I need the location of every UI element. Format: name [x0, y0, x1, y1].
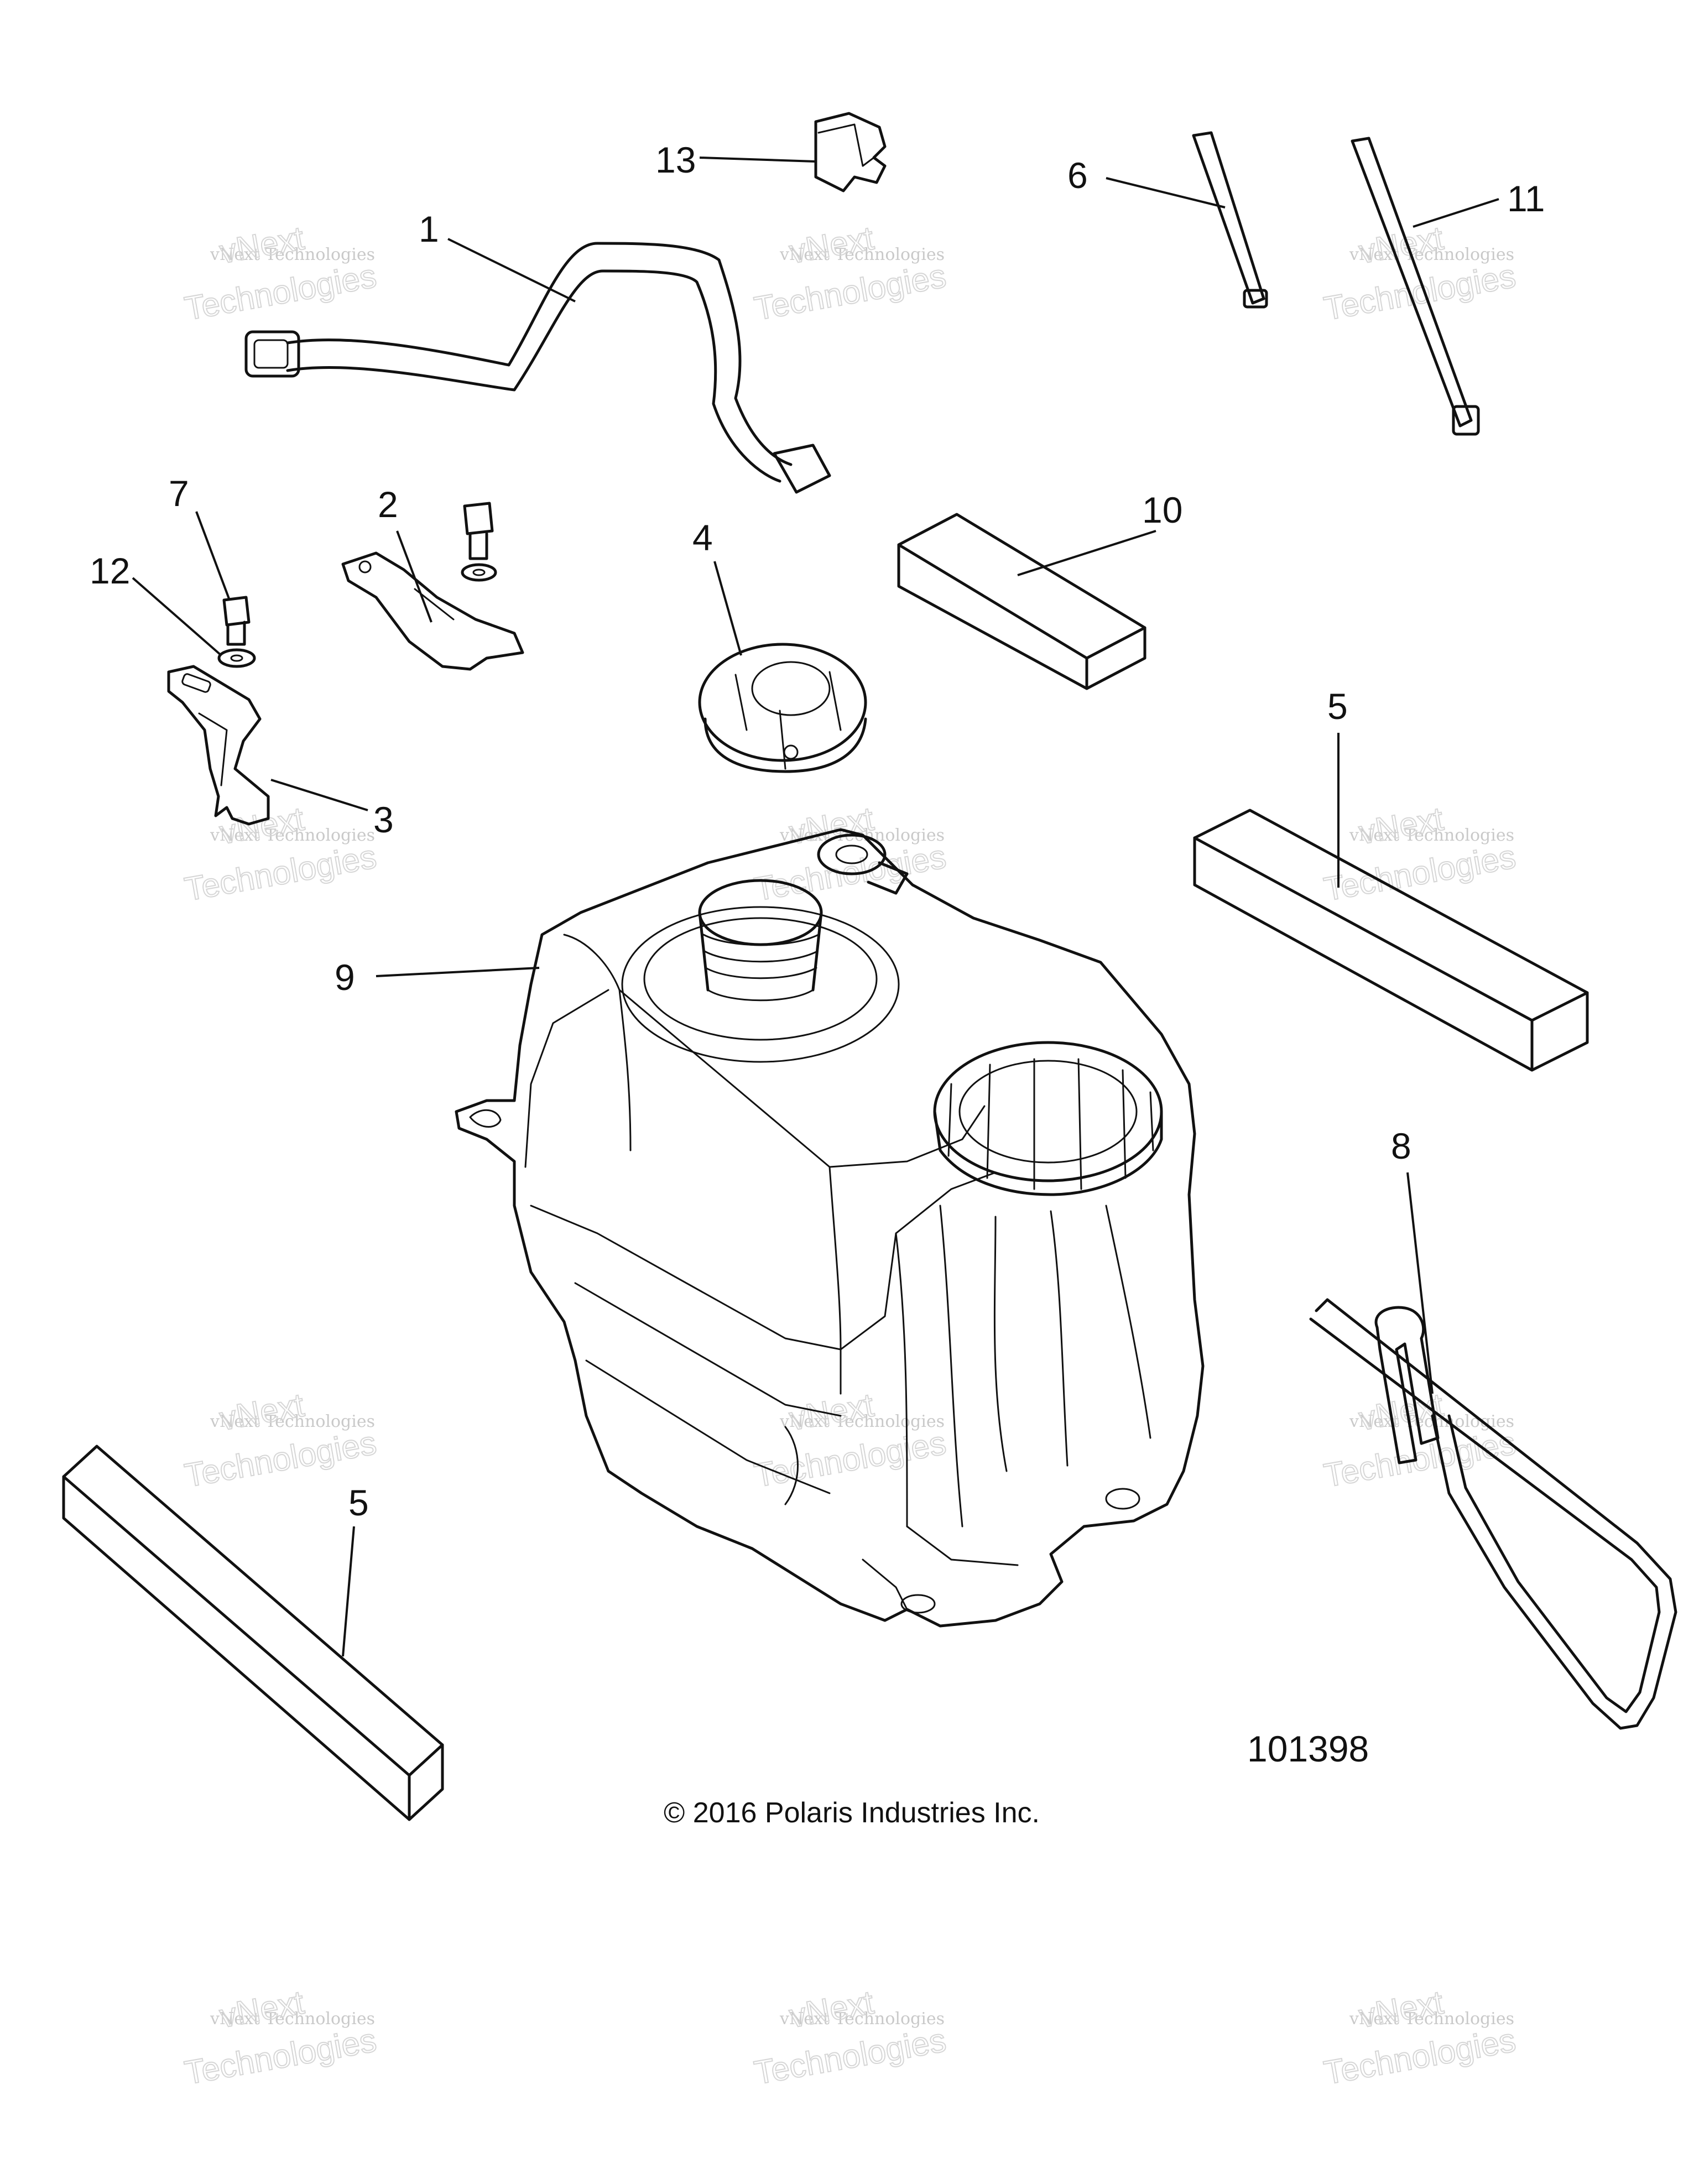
- watermark: vNext Technologies Technologies vNext: [1321, 800, 1519, 909]
- leader-lines: [132, 157, 1499, 1657]
- leader-3: [270, 779, 368, 811]
- bolt-and-washer: [461, 502, 497, 582]
- svg-text:vNext Technologies: vNext Technologies: [779, 1412, 945, 1431]
- leader-2: [396, 530, 432, 623]
- svg-text:vNext Technologies: vNext Technologies: [779, 245, 945, 264]
- svg-text:Technologies: Technologies: [1321, 2021, 1519, 2092]
- svg-text:vNext Technologies: vNext Technologies: [210, 826, 375, 845]
- leader-12: [132, 577, 222, 656]
- part-6-cable-tie: [1192, 131, 1268, 309]
- callout-10: 10: [1142, 489, 1182, 530]
- svg-text:vNext Technologies: vNext Technologies: [779, 2009, 945, 2029]
- callout-9: 9: [335, 957, 355, 998]
- leader-7: [195, 511, 231, 601]
- copyright-notice: © 2016 Polaris Industries Inc.: [664, 1797, 1040, 1829]
- svg-text:vNext Technologies: vNext Technologies: [210, 1412, 375, 1431]
- watermark: vNext Technologies Technologies vNext: [751, 1983, 950, 2092]
- svg-text:Technologies: Technologies: [182, 2021, 379, 2092]
- leader-1: [447, 238, 576, 303]
- part-11-cable-tie: [1351, 137, 1480, 436]
- watermark: vNext Technologies Technologies vNext: [181, 219, 380, 328]
- leader-9: [376, 967, 540, 977]
- part-3-bracket: [167, 665, 270, 826]
- part-8-vent-hose: [1309, 1298, 1677, 1730]
- callout-4: 4: [692, 517, 713, 558]
- leader-4: [713, 561, 742, 656]
- watermark: vNext Technologies Technologies vNext: [181, 1983, 380, 2092]
- callout-6: 6: [1067, 155, 1088, 196]
- part-5-foam-block-left: [62, 1445, 444, 1821]
- callouts: 13 1 6 11 7 12 2 4 10 3 5 9 8 5: [90, 139, 1545, 1523]
- leader-6: [1106, 177, 1226, 209]
- callout-2: 2: [378, 484, 398, 525]
- figure-number: 101398: [1247, 1728, 1369, 1769]
- callout-3: 3: [373, 799, 394, 840]
- watermark: vNext Technologies Technologies vNext: [1321, 1983, 1519, 2092]
- callout-5b: 5: [348, 1482, 369, 1523]
- part-10-foam-block: [897, 513, 1146, 690]
- watermark: vNext Technologies Technologies vNext: [751, 800, 950, 909]
- watermark: vNext Technologies Technologies vNext: [1321, 219, 1519, 328]
- svg-text:Technologies: Technologies: [1321, 838, 1519, 908]
- callout-7: 7: [169, 473, 189, 514]
- callout-11: 11: [1507, 178, 1545, 219]
- part-12-washer: [217, 648, 256, 668]
- callout-8: 8: [1391, 1125, 1411, 1166]
- callout-12: 12: [90, 550, 130, 591]
- svg-text:vNext Technologies: vNext Technologies: [210, 2009, 375, 2029]
- svg-text:vNext Technologies: vNext Technologies: [1349, 826, 1514, 845]
- callout-13: 13: [655, 139, 696, 180]
- callout-5a: 5: [1327, 686, 1348, 727]
- watermark: vNext Technologies Technologies vNext: [181, 1386, 380, 1495]
- svg-text:Technologies: Technologies: [752, 2021, 949, 2092]
- svg-text:Technologies: Technologies: [752, 257, 949, 327]
- leader-5b: [342, 1526, 355, 1657]
- part-9-fuel-tank: [455, 828, 1205, 1628]
- part-7-bolt: [222, 596, 251, 646]
- callout-1: 1: [419, 209, 439, 249]
- svg-text:Technologies: Technologies: [182, 257, 379, 327]
- svg-text:vNext Technologies: vNext Technologies: [210, 245, 375, 264]
- watermark: vNext Technologies Technologies vNext: [751, 219, 950, 328]
- svg-text:Technologies: Technologies: [752, 1424, 949, 1494]
- svg-text:vNext Technologies: vNext Technologies: [1349, 2009, 1514, 2029]
- part-13-clip: [814, 112, 887, 192]
- svg-text:Technologies: Technologies: [182, 838, 379, 908]
- leader-8: [1406, 1172, 1434, 1394]
- part-5-foam-block-right: [1193, 809, 1589, 1072]
- leader-13: [699, 157, 816, 163]
- part-1-fuel-line: [244, 242, 831, 494]
- leader-11: [1413, 198, 1499, 228]
- part-4-fuel-cap: [698, 643, 867, 773]
- svg-text:vNext Technologies: vNext Technologies: [1349, 245, 1514, 264]
- leader-10: [1017, 530, 1156, 576]
- watermark: vNext Technologies Technologies vNext: [181, 800, 380, 909]
